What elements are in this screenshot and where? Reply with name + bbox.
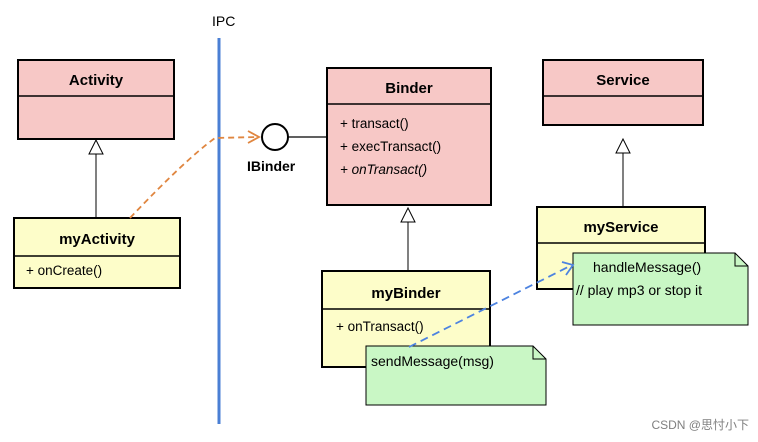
class-activity[interactable]: Activity: [17, 59, 175, 140]
binder-member-exectransact: + execTransact(): [340, 139, 441, 154]
watermark-text: CSDN @思忖小下: [651, 418, 749, 432]
note-handle-line1: handleMessage(): [593, 259, 701, 275]
ipc-label: IPC: [212, 13, 235, 29]
note-send-message[interactable]: sendMessage(msg): [365, 345, 547, 406]
class-service[interactable]: Service: [542, 59, 704, 126]
ibinder-interface-icon[interactable]: [261, 123, 289, 151]
binder-member-transact: + transact(): [340, 116, 409, 131]
class-my-activity-title: myActivity: [59, 231, 136, 248]
dependency-line: [129, 136, 259, 219]
note-handle-message[interactable]: handleMessage() // play mp3 or stop it: [572, 252, 749, 326]
class-my-binder-title: myBinder: [371, 285, 440, 302]
class-my-activity[interactable]: myActivity + onCreate(): [13, 217, 181, 289]
class-my-service-title: myService: [583, 219, 658, 236]
dependency-arrowhead: [247, 130, 261, 144]
class-binder-title: Binder: [385, 80, 433, 97]
class-service-title: Service: [596, 72, 649, 89]
binder-member-ontransact: + onTransact(): [340, 162, 427, 177]
my-activity-member-oncreate: + onCreate(): [26, 263, 102, 278]
ibinder-label: IBinder: [247, 158, 296, 174]
note-handle-line2: // play mp3 or stop it: [576, 282, 702, 298]
class-activity-title: Activity: [69, 72, 124, 89]
inheritance-arrowhead: [88, 138, 104, 155]
inheritance-arrowhead: [400, 206, 416, 223]
note-send-line1: sendMessage(msg): [371, 353, 494, 369]
inheritance-arrowhead: [615, 137, 631, 154]
message-flow-line: [408, 264, 573, 348]
class-binder[interactable]: Binder + transact() + execTransact() + o…: [326, 67, 492, 206]
my-binder-member-ontransact: + onTransact(): [336, 319, 424, 334]
message-flow-arrowhead: [561, 261, 575, 276]
